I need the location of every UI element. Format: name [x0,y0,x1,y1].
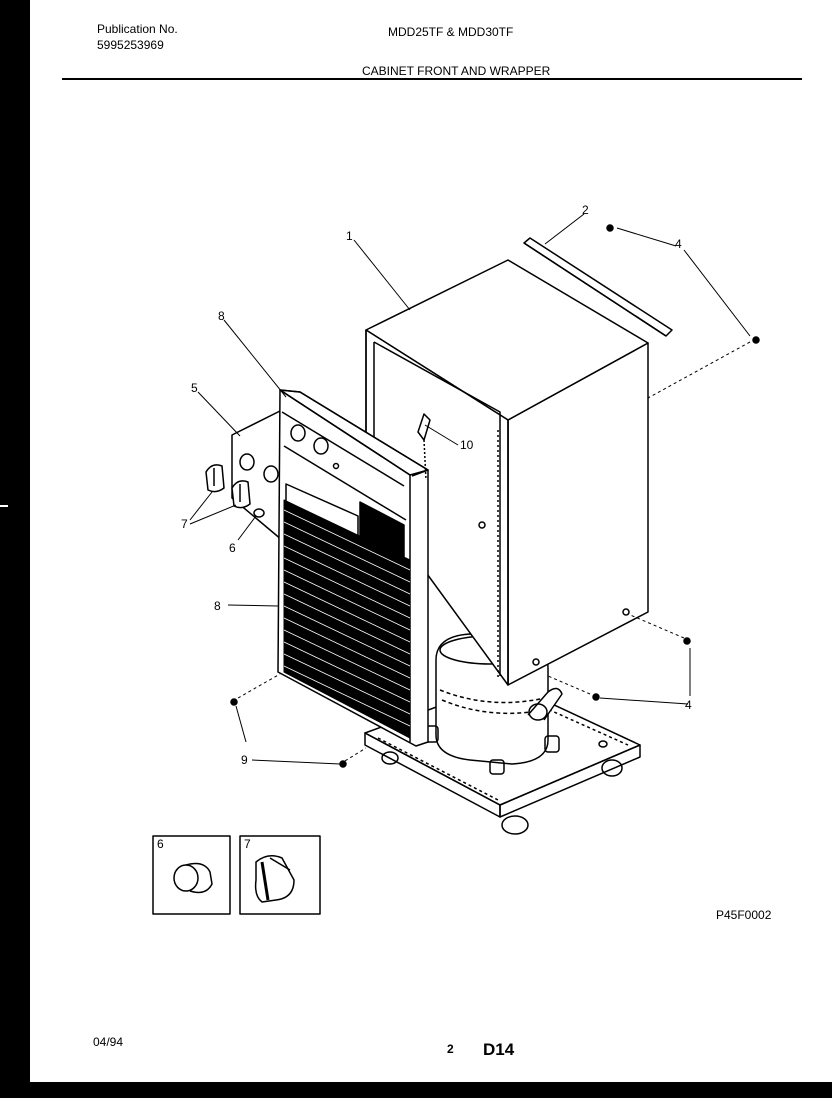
footer-page-number: 2 [447,1042,454,1056]
header-rule [62,78,802,80]
callout-8-top: 8 [218,309,225,323]
callout-4-bottom: 4 [685,698,692,712]
top-trim-strip [523,237,673,337]
inset-box-knob-7 [239,835,321,915]
inset-box-knob-6 [152,835,231,915]
callout-4-top: 4 [675,237,682,251]
diagram-code: P45F0002 [716,908,772,922]
callout-9: 9 [241,753,248,767]
callout-1: 1 [346,229,353,243]
callout-7: 7 [181,517,188,531]
model-numbers: MDD25TF & MDD30TF [388,25,514,39]
leader-lines [189,213,751,765]
footer-page-code: D14 [483,1040,515,1059]
loose-knobs [205,464,265,518]
callout-2: 2 [582,203,589,217]
section-title: CABINET FRONT AND WRAPPER [362,64,551,78]
publication-number: 5995253969 [97,38,164,52]
callout-6: 6 [229,541,236,555]
grille-louvers [283,499,411,739]
inset-label-6: 6 [157,837,164,851]
callout-10: 10 [460,438,474,452]
callout-numbers: 1 2 4 4 5 6 7 8 8 9 10 6 7 [157,203,692,851]
callout-8-grille: 8 [214,599,221,613]
edge-tick [0,505,8,507]
callout-5: 5 [191,381,198,395]
inset-label-7: 7 [244,837,251,851]
publication-label: Publication No. [97,22,178,36]
footer-date: 04/94 [93,1035,124,1049]
cabinet-wrapper [365,259,649,686]
